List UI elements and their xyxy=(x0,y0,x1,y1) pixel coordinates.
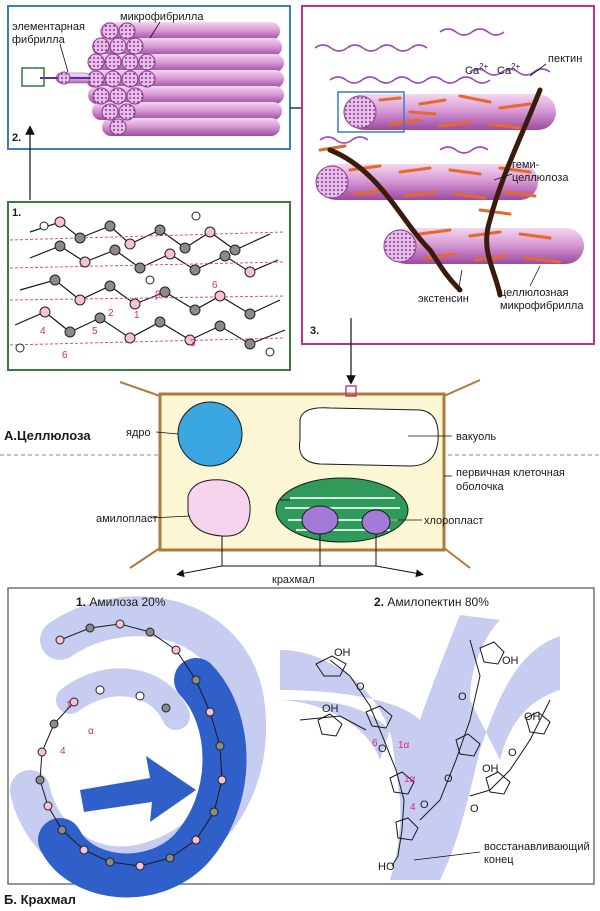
starch-panel: 1 α 4 1. Амилоза 20% xyxy=(7,587,595,898)
marker-6: 6 xyxy=(62,350,68,361)
ho-end: HO xyxy=(378,861,395,873)
label-amyloplast: амилопласт xyxy=(96,513,158,525)
svg-text:O: O xyxy=(420,799,429,811)
oh-3: OH xyxy=(502,655,519,667)
amylopectin-oxygens: O O O O O O O xyxy=(356,681,517,815)
microfibril-bundle xyxy=(40,22,284,136)
marker-2: 2 xyxy=(108,308,114,319)
label-hemicellulose-1: геми- xyxy=(512,159,540,171)
microfibril-leader xyxy=(149,21,161,39)
amylopectin-rings xyxy=(315,641,551,841)
label-hemicellulose-2: целлюлоза xyxy=(512,172,569,184)
apt-marker-6: 6 xyxy=(372,738,378,749)
zoom-box xyxy=(337,91,405,133)
panel-3-cell-wall-structure: пектин Ca2+ Ca2+ геми- целлюлоза экстенс… xyxy=(301,5,595,345)
wall-zoom-marker xyxy=(345,385,357,397)
label-cell-wall-1: первичная клеточная xyxy=(456,467,565,479)
oh-4: OH xyxy=(524,711,541,723)
svg-text:O: O xyxy=(444,773,453,785)
amylose-helix: 1 α 4 xyxy=(10,596,267,898)
label-nucleus: ядро xyxy=(126,427,151,439)
section-a-title: А.Целлюлоза xyxy=(4,428,91,443)
panel-3-number: 3. xyxy=(310,325,319,337)
apt-marker-1a-b: 1α xyxy=(404,774,416,785)
label-vacuole: вакуоль xyxy=(456,431,496,443)
marker-beta: β xyxy=(155,290,161,301)
label-reducing-end-2: конец xyxy=(484,854,514,866)
panel-2-number: 2. xyxy=(12,132,21,144)
amylopectin-tree: O O O O O O O OH OH OH OH OH HO 6 1α 1α … xyxy=(280,615,560,880)
svg-text:O: O xyxy=(470,803,479,815)
amylose-marker-4: 4 xyxy=(60,746,66,757)
panel-1-number: 1. xyxy=(12,207,21,219)
extensin-fibers xyxy=(327,87,543,298)
label-cell-wall-2: оболочка xyxy=(456,481,504,493)
label-extensin: экстенсин xyxy=(418,293,469,305)
oh-2: OH xyxy=(322,703,339,715)
apt-marker-4: 4 xyxy=(410,802,416,813)
nucleus xyxy=(177,401,243,467)
amylose-atoms xyxy=(35,619,227,871)
amyloplast xyxy=(187,479,251,537)
fibril-leader xyxy=(59,43,69,73)
amylose-title: 1. Амилоза 20% xyxy=(76,595,166,609)
label-cellulose-mf-1: целлюлозная xyxy=(500,287,569,299)
marker-5: 5 xyxy=(92,326,98,337)
fibril-cross-section xyxy=(87,22,156,136)
svg-text:O: O xyxy=(378,743,387,755)
plant-cell: ядро вакуоль первичная клеточная оболочк… xyxy=(96,379,565,586)
label-cellulose-mf-2: микрофибрилла xyxy=(500,300,584,312)
svg-text:O: O xyxy=(356,681,365,693)
panel-1-cellulose-chains: 1. xyxy=(7,201,291,371)
label-pectin: пектин xyxy=(548,53,582,65)
oh-1: OH xyxy=(334,647,351,659)
amylopectin-title: 2. Амилопектин 80% xyxy=(374,595,489,609)
svg-text:O: O xyxy=(508,747,517,759)
label-chloroplast: хлоропласт xyxy=(424,515,483,527)
label-ca-1: Ca2+ xyxy=(465,62,489,77)
label-ca-2: Ca2+ xyxy=(497,62,521,77)
chloroplast xyxy=(275,477,409,543)
marker-6b: 6 xyxy=(212,280,218,291)
svg-text:O: O xyxy=(458,691,467,703)
label-microfibril: микрофибрилла xyxy=(120,11,204,23)
apt-marker-1a: 1α xyxy=(398,740,410,751)
oh-5: OH xyxy=(482,763,499,775)
atom-set xyxy=(15,211,275,357)
marker-4: 4 xyxy=(40,326,46,337)
label-starch: крахмал xyxy=(272,574,315,586)
marker-1: 1 xyxy=(134,310,140,321)
amylose-marker-alpha: α xyxy=(88,726,94,737)
fibril-highlight-box xyxy=(21,67,45,87)
vacuole xyxy=(298,407,439,467)
marker-3: 3 xyxy=(190,338,196,349)
label-reducing-end-1: восстанавливающий xyxy=(484,841,590,853)
amylose-marker-1: 1 xyxy=(66,700,72,711)
pectin-chains xyxy=(314,28,551,154)
section-b-title: Б. Крахмал xyxy=(4,892,76,907)
